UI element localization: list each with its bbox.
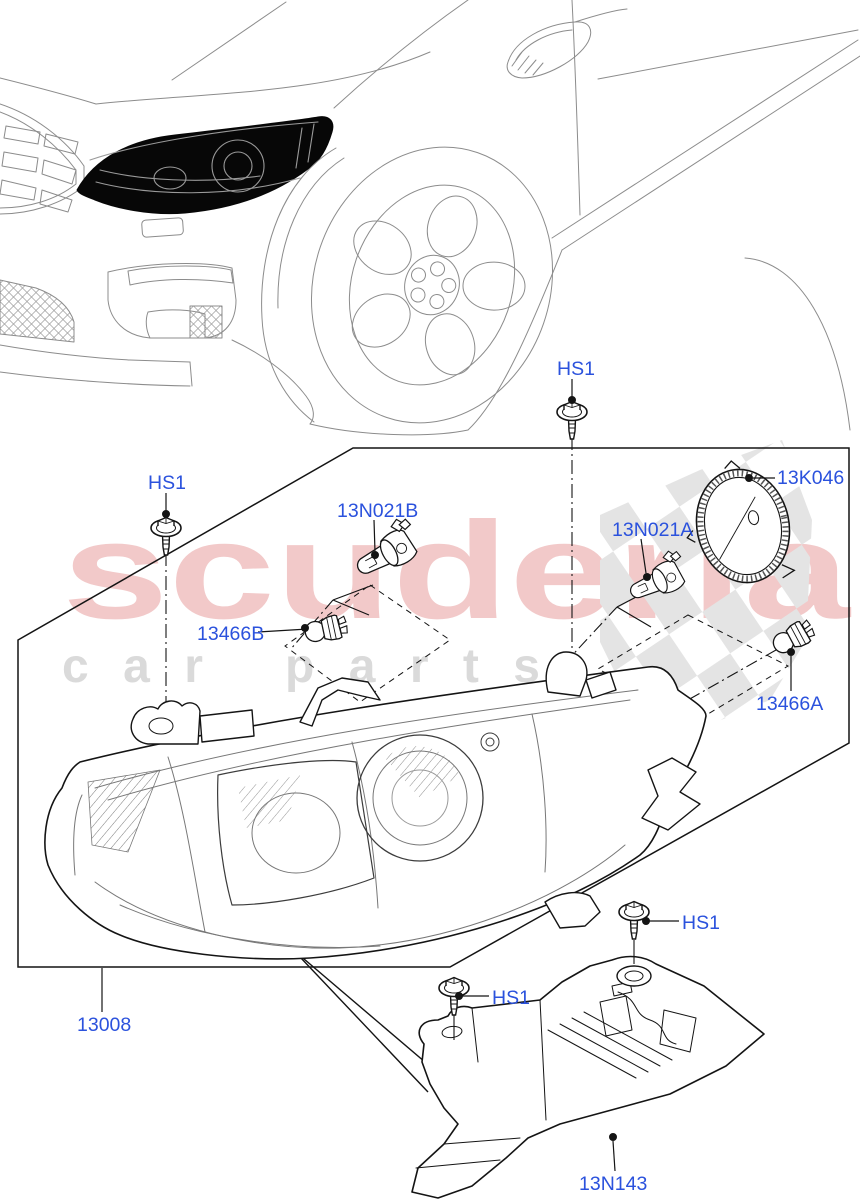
rim [348, 184, 516, 386]
tire [310, 146, 554, 424]
door-line [571, 0, 581, 216]
callout-leaders [101, 379, 795, 1172]
headlamp-assembly-drawing [44, 651, 707, 960]
headlamp-small-lens [480, 732, 500, 752]
badge-blank [141, 217, 184, 238]
fog-lamp-pocket [107, 262, 237, 339]
callout-13466A: 13466A [756, 693, 823, 715]
headlamp-highlight-silhouette [76, 116, 334, 215]
exploded-view-box [17, 447, 850, 968]
hub [404, 254, 460, 316]
axis-bulb-13466A [687, 649, 777, 701]
insertion-plane-right [596, 614, 790, 721]
front-wheel [261, 146, 554, 436]
lower-grille-mesh [0, 279, 75, 343]
wheel-arch [261, 147, 337, 423]
callout-13N021B: 13N021B [337, 500, 418, 522]
fog-lamp-strip [127, 265, 234, 286]
callout-hs1-top-center: HS1 [557, 358, 595, 380]
cover-cap-drawing [686, 460, 796, 584]
callout-hs1-bracket-right: HS1 [682, 912, 720, 934]
alloy-wheel [310, 146, 554, 424]
vehicle-illustration [0, 0, 860, 436]
watermark-tagline-text: car parts [62, 640, 540, 693]
sill-line-lower [561, 55, 860, 251]
callout-hs1-upper-left: HS1 [148, 472, 186, 494]
callout-hs1-bracket-left: HS1 [492, 987, 530, 1009]
screw-top-center [556, 400, 588, 440]
headlamp-side-reflector [87, 769, 161, 853]
fog-mesh [189, 305, 223, 339]
bracket-details [415, 965, 697, 1169]
callout-13008: 13008 [77, 1014, 131, 1036]
front-bumper [0, 217, 314, 425]
callout-13466B: 13466B [197, 623, 264, 645]
headlamp-contour-lines [73, 689, 639, 949]
headlamp-highlight-details [89, 121, 319, 194]
sill-line-upper [551, 39, 859, 239]
headlamp-mounting-tabs [130, 651, 701, 929]
callout-13N143: 13N143 [579, 1173, 647, 1195]
callout-13N021A: 13N021A [612, 519, 693, 541]
rear-wheel-arch [744, 257, 851, 431]
bracket-outline [411, 955, 765, 1199]
bracket-drawing [411, 955, 765, 1199]
fender-vent [506, 21, 592, 79]
headlamp-projector-lens [356, 734, 484, 862]
callout-13K046: 13K046 [777, 467, 844, 489]
front-grille [0, 103, 85, 215]
body-side [467, 0, 860, 431]
headlamp-reflector [217, 759, 375, 906]
hood-and-pillar-lines [0, 0, 859, 109]
callout-labels: HS1 HS1 13N021B 13K046 13N021A 13466B 13… [77, 358, 844, 1195]
